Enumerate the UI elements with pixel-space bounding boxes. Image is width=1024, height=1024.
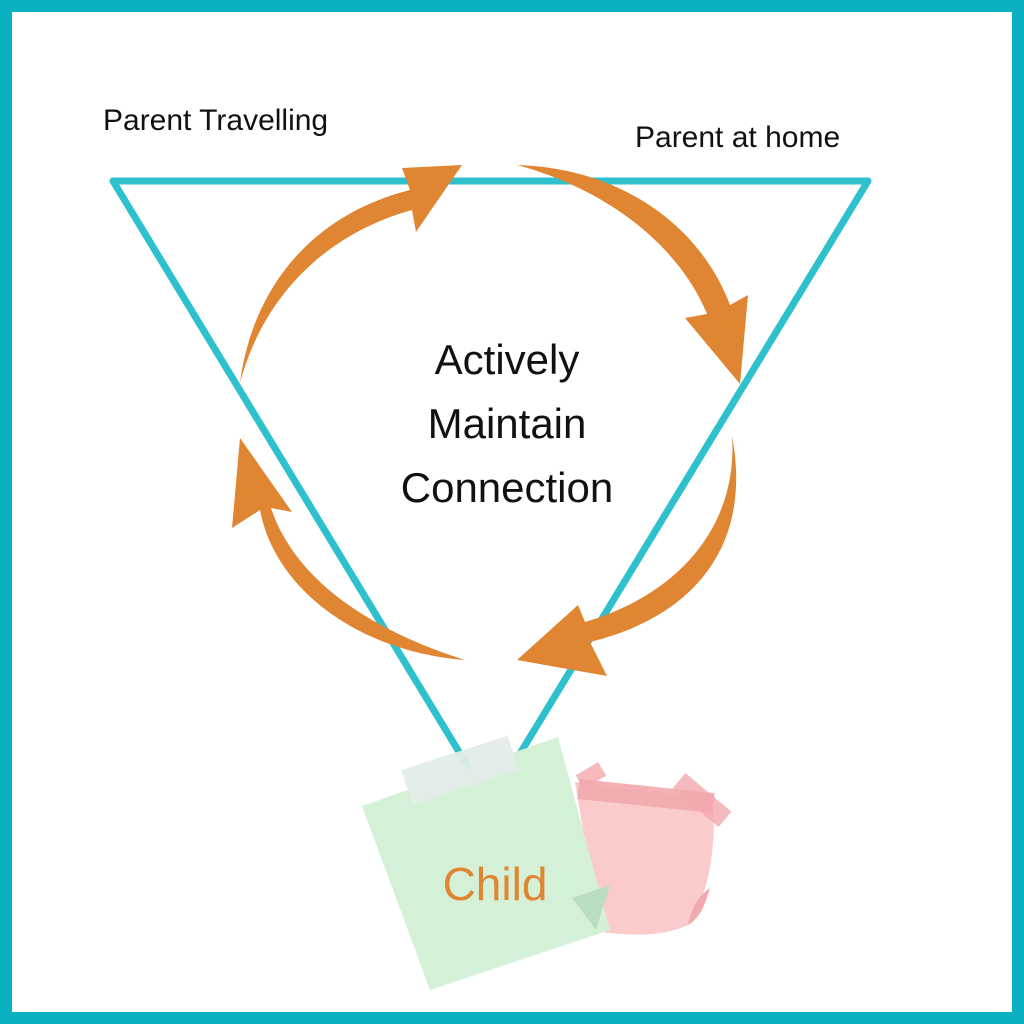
center-title-line: Connection [400, 464, 614, 511]
cycle-arrow-icon [517, 436, 737, 676]
child-label: Child [442, 858, 548, 910]
cycle-arrow-icon [517, 165, 748, 384]
tape-icon [577, 778, 715, 814]
label-parent-travelling: Parent Travelling [103, 104, 329, 137]
label-parent-at-home: Parent at home [635, 121, 841, 154]
inverted-triangle [109, 177, 872, 807]
center-title-line: Maintain [427, 400, 587, 447]
sticky-note-icon [575, 762, 732, 935]
tape-icon [575, 762, 607, 789]
sticky-note-icon [362, 735, 610, 990]
cycle-arrow-icon [232, 438, 465, 660]
tape-icon [401, 735, 519, 805]
cycle-arrow-icon [240, 165, 462, 383]
center-title: Actively Maintain Connection [357, 328, 657, 520]
center-title-line: Actively [434, 336, 580, 383]
tape-icon [672, 773, 732, 827]
